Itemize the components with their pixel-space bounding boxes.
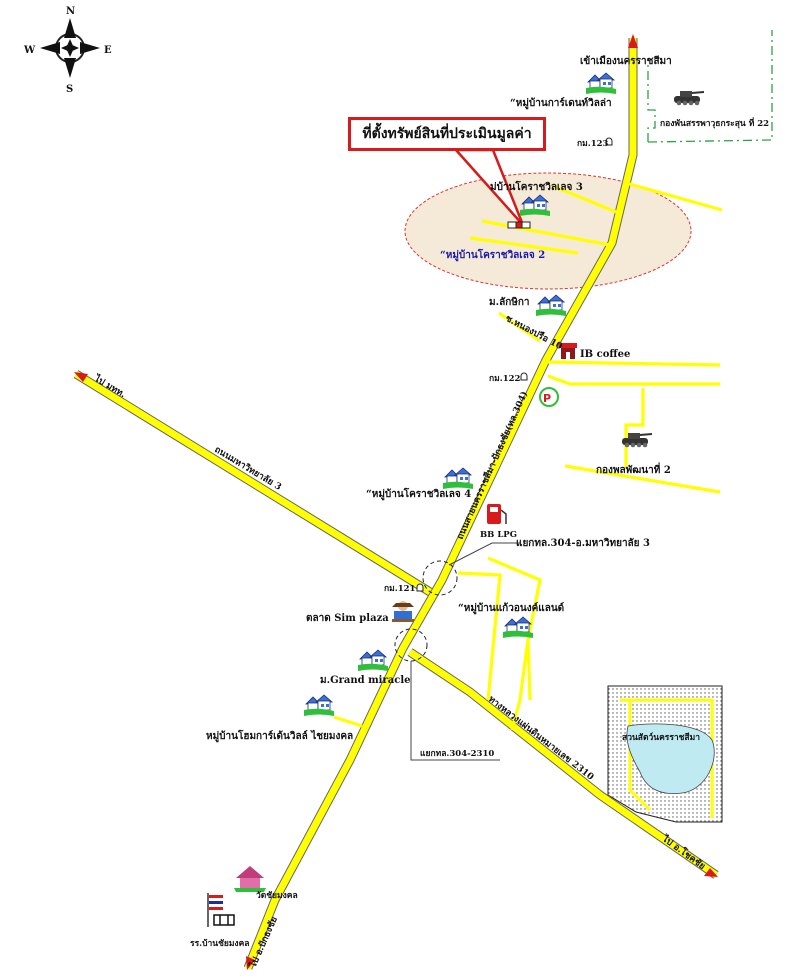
arrow-to-pakthongchai xyxy=(246,956,255,970)
km-post-icon-121 xyxy=(416,583,424,592)
army-base-boundary xyxy=(647,30,773,143)
label-km123: กม.123 xyxy=(577,139,609,149)
arrow-to-mtt xyxy=(74,372,88,382)
compass-w: W xyxy=(23,45,36,56)
junction-circle-304-mahawit xyxy=(422,560,458,596)
label-korat-villa4: “หมู่บ้านโคราชวิลเลจ 4 xyxy=(366,487,471,501)
svg-text:P: P xyxy=(543,392,551,405)
coffee-shop-icon xyxy=(559,343,577,359)
zoo-area xyxy=(607,685,723,823)
school-flag-icon xyxy=(207,893,235,927)
label-km122: กม.122 xyxy=(489,374,521,384)
compass-e: E xyxy=(104,45,112,56)
road-label-hwy-2310: ทางหลวงแผ่นดินหมายเลข 2310 xyxy=(486,694,596,783)
compass-rose-icon xyxy=(40,18,100,78)
market-icon xyxy=(392,601,414,622)
junction-leader-2 xyxy=(410,661,500,761)
label-ib-coffee: IB coffee xyxy=(580,349,630,360)
gas-station-icon: P xyxy=(539,387,559,407)
label-home-garden: หมู่บ้านโฮมการ์เด้นวิลล์ ไชยมงคล xyxy=(206,729,353,743)
label-laksika: ม.ลักษิกา xyxy=(489,296,530,308)
label-school: รร.บ้านชัยมงคล xyxy=(190,938,249,949)
label-to-city: เข้าเมืองนครราชสีมา xyxy=(580,55,672,67)
village-icon-korat-villa4 xyxy=(442,467,474,490)
arrow-to-chokchai xyxy=(704,868,718,877)
compass-n: N xyxy=(66,6,75,17)
label-wat: วัดชัยมงคล xyxy=(256,890,298,901)
label-kaew-land: “หมู่บ้านแก้วอนงค์แลนด์ xyxy=(458,602,564,615)
lpg-station-icon xyxy=(487,504,507,524)
road-label-to-chokchai: ไป อ.โชคชัย xyxy=(659,832,708,872)
village-icon-kaew-land xyxy=(502,616,534,639)
property-callout: ที่ตั้งทรัพย์สินที่ประเมินมูลค่า xyxy=(348,117,546,151)
village-icon-home-garden xyxy=(303,694,335,717)
arrow-to-city xyxy=(628,34,638,48)
label-grand-miracle: ม.Grand miracle xyxy=(320,675,410,686)
compass-s: S xyxy=(66,84,73,95)
label-km121: กม.121 xyxy=(384,584,416,594)
label-sim-plaza: ตลาด Sim plaza xyxy=(306,613,389,624)
village-icon-garden-villa xyxy=(585,72,617,95)
label-junction-304-2310: แยกทล.304-2310 xyxy=(420,749,494,759)
property-marker xyxy=(507,221,531,229)
label-korat-villa3: ม่บ้านโคราชวิลเลจ 3 xyxy=(490,180,583,193)
label-zoo: สวนสัตว์นครราชสีมา xyxy=(622,732,700,743)
roads xyxy=(73,38,723,970)
tank-icon-army22 xyxy=(673,90,705,107)
km-post-icon-122 xyxy=(520,372,528,381)
road-label-nong-prue: ซ.หนองปรือ 10 xyxy=(504,312,565,352)
label-army-dev2: กองพลพัฒนาที่ 2 xyxy=(596,462,671,476)
label-garden-villa: “หมู่บ้านการ์เดนท์วิลล่า xyxy=(510,97,612,110)
village-icon-laksika xyxy=(535,294,567,317)
village-icon-grand-miracle xyxy=(357,649,389,672)
label-army22: กองพันสรรพาวุธกระสุน ที่ 22 xyxy=(660,116,769,129)
label-korat-villa2: “หมู่บ้านโคราชวิลเลจ 2 xyxy=(440,248,545,262)
label-bb-lpg: BB LPG xyxy=(480,530,517,540)
label-junction-304-mahawit: แยกทล.304-อ.มหาวิทยาลัย 3 xyxy=(516,537,650,549)
temple-icon xyxy=(234,866,266,892)
junction-leader-1 xyxy=(448,542,520,566)
